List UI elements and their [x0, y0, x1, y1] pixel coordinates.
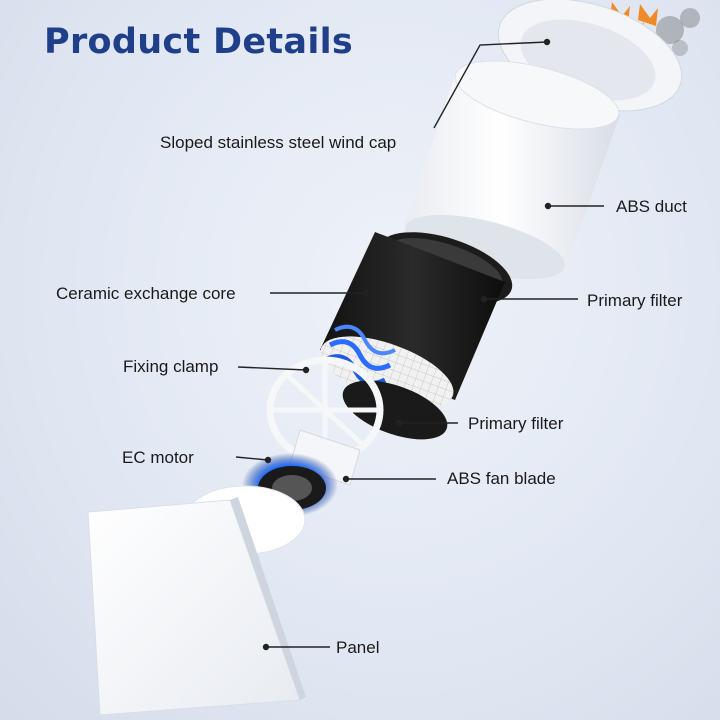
leader-fixing-clamp [237, 366, 307, 371]
label-wind-cap: Sloped stainless steel wind cap [160, 133, 397, 152]
abs-duct [405, 60, 620, 280]
label-primary-filter-top: Primary filter [587, 291, 683, 310]
label-abs-fan-blade: ABS fan blade [447, 469, 556, 488]
panel [87, 485, 306, 716]
label-abs-duct: ABS duct [616, 197, 687, 216]
leader-ec-motor [235, 456, 269, 461]
label-primary-filter-bottom: Primary filter [468, 414, 564, 433]
leader-wind-cap [433, 41, 548, 129]
primary-filter-bottom [342, 380, 448, 440]
page-title: Product Details [44, 22, 354, 62]
label-fixing-clamp: Fixing clamp [123, 357, 219, 376]
leader-lines [235, 38, 604, 651]
label-ec-motor: EC motor [122, 448, 194, 467]
ceramic-exchange-core [320, 232, 505, 408]
label-ceramic-core: Ceramic exchange core [56, 284, 236, 303]
label-panel: Panel [336, 638, 380, 657]
